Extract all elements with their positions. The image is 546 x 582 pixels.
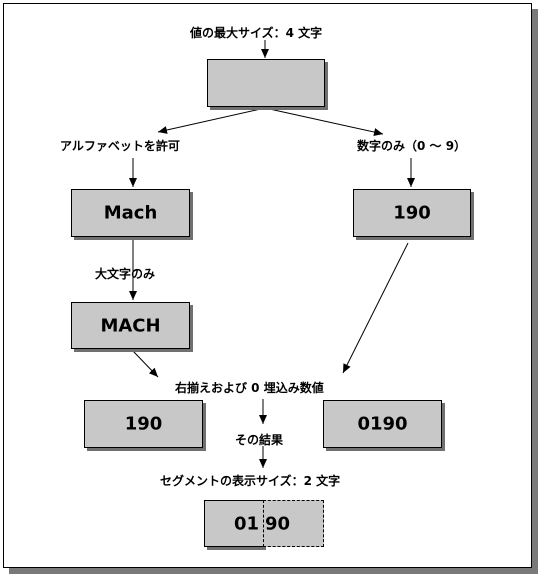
label-numeric-only: 数字のみ（0 ～ 9） bbox=[357, 139, 467, 153]
num-box-text: 190 bbox=[393, 202, 431, 224]
mach-box: Mach bbox=[71, 189, 190, 237]
arrow-190-to-align bbox=[342, 242, 409, 374]
right-aligned-box-text: 190 bbox=[124, 413, 163, 435]
zero-padded-box-text: 0190 bbox=[357, 413, 408, 435]
upper-box-text: MACH bbox=[100, 315, 161, 336]
label-max-size: 値の最大サイズ：4 文字 bbox=[190, 26, 323, 40]
input-box bbox=[207, 59, 325, 107]
segment-text-left: 01 bbox=[233, 513, 259, 534]
num-box: 190 bbox=[353, 189, 471, 237]
segment-visible-part bbox=[204, 500, 263, 547]
label-result: その結果 bbox=[235, 433, 284, 447]
right-aligned-box: 190 bbox=[84, 400, 203, 448]
zero-padded-box: 0190 bbox=[323, 400, 442, 448]
upper-box: MACH bbox=[71, 302, 190, 349]
label-right-align: 右揃えおよび 0 埋込み数値 bbox=[175, 381, 324, 395]
segment-box: 01 90 bbox=[204, 500, 324, 547]
segment-text-right: 90 bbox=[265, 513, 291, 534]
label-segment-display: セグメントの表示サイズ：2 文字 bbox=[160, 474, 341, 488]
segment-hidden-part bbox=[263, 500, 324, 547]
label-upper-only: 大文字のみ bbox=[95, 267, 156, 281]
arrow-upper-to-align bbox=[132, 350, 159, 378]
mach-box-text: Mach bbox=[103, 202, 158, 224]
label-alpha-allowed: アルファベットを許可 bbox=[60, 139, 180, 153]
arrow-input-to-alpha bbox=[157, 107, 266, 134]
arrow-input-to-numeric bbox=[264, 107, 384, 136]
